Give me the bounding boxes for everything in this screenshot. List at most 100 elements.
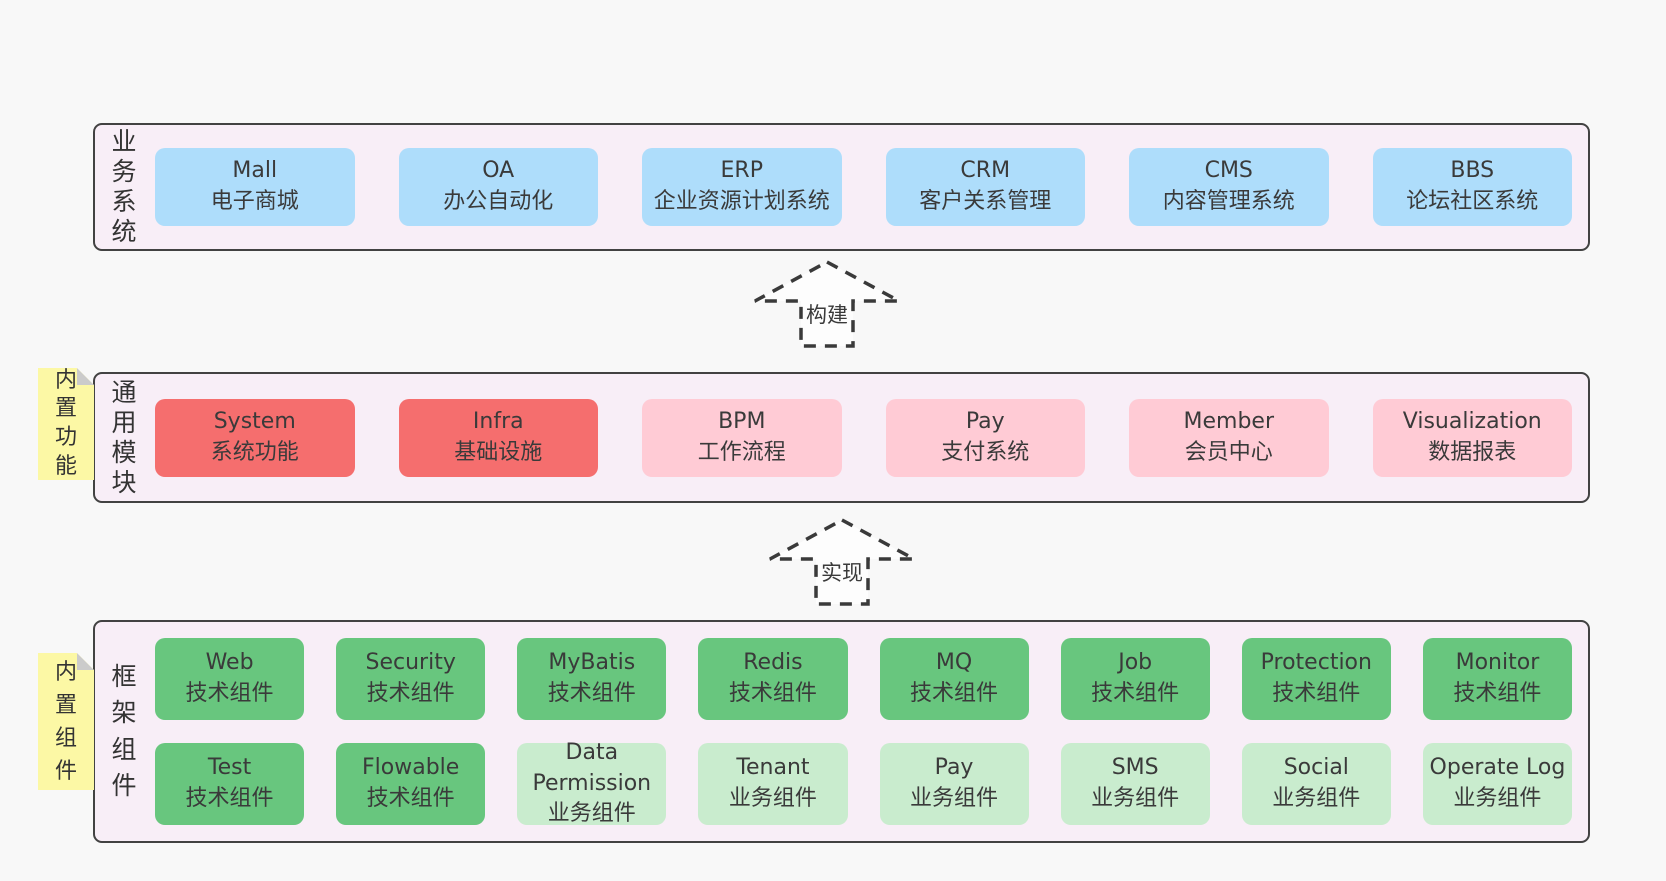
box-title: Operate Log bbox=[1429, 755, 1566, 781]
box-subtitle: 业务组件 bbox=[728, 786, 817, 811]
box-title: Redis bbox=[743, 650, 803, 676]
framework-components-grid: Web 技术组件 Security 技术组件 MyBatis 技术组件 Redis 技术… bbox=[153, 622, 1588, 841]
box-subtitle: 内容管理系统 bbox=[1162, 189, 1295, 214]
box-title: Test bbox=[207, 755, 252, 781]
box-subtitle: 论坛社区系统 bbox=[1406, 189, 1539, 214]
box-subtitle: 技术组件 bbox=[1091, 681, 1180, 706]
built-in-features-label: 内置功能 bbox=[54, 367, 77, 479]
box-title: Pay bbox=[934, 755, 974, 781]
sms-box: SMS 业务组件 bbox=[1060, 743, 1210, 825]
box-subtitle: 数据报表 bbox=[1428, 439, 1517, 465]
box-subtitle: 电子商城 bbox=[210, 189, 299, 214]
bbs-box: BBS 论坛社区系统 bbox=[1372, 148, 1572, 226]
box-title: System bbox=[213, 408, 296, 434]
box-title: Protection bbox=[1260, 650, 1372, 676]
box-title: OA bbox=[482, 158, 515, 184]
mybatis-box: MyBatis 技术组件 bbox=[517, 638, 667, 720]
redis-box: Redis 技术组件 bbox=[698, 638, 848, 720]
box-title: MyBatis bbox=[548, 650, 636, 676]
box-title: BBS bbox=[1450, 158, 1495, 184]
box-subtitle: 业务组件 bbox=[1272, 786, 1361, 811]
data-permission-box: Data Permission 业务组件 bbox=[517, 740, 667, 826]
box-title: Social bbox=[1283, 755, 1349, 781]
box-title: Job bbox=[1118, 650, 1153, 676]
built-in-components-label: 内置组件 bbox=[54, 659, 77, 784]
box-subtitle: 技术组件 bbox=[547, 681, 636, 706]
box-title: Flowable bbox=[362, 755, 460, 781]
box-subtitle: 技术组件 bbox=[910, 681, 999, 706]
common-modules-label: 通用模块 bbox=[111, 377, 137, 497]
box-title: Member bbox=[1183, 408, 1275, 434]
box-title: MQ bbox=[935, 650, 973, 676]
box-title: CRM bbox=[960, 158, 1011, 184]
build-arrow: 构建 bbox=[752, 259, 902, 351]
box-subtitle: 技术组件 bbox=[185, 786, 274, 811]
bpm-box: BPM 工作流程 bbox=[642, 398, 842, 477]
test-box: Test 技术组件 bbox=[155, 743, 305, 825]
box-subtitle: 支付系统 bbox=[941, 439, 1030, 465]
job-box: Job 技术组件 bbox=[1060, 638, 1210, 720]
erp-box: ERP 企业资源计划系统 bbox=[642, 148, 842, 226]
infra-box: Infra 基础设施 bbox=[398, 398, 598, 477]
built-in-components-note: 内置组件 bbox=[38, 653, 94, 790]
visualization-box: Visualization 数据报表 bbox=[1372, 398, 1572, 477]
box-subtitle: 技术组件 bbox=[366, 681, 455, 706]
box-title: CMS bbox=[1204, 158, 1253, 184]
box-subtitle: 技术组件 bbox=[366, 786, 455, 811]
implement-arrow: 实现 bbox=[767, 517, 917, 609]
web-box: Web 技术组件 bbox=[155, 638, 305, 720]
box-title: Mall bbox=[232, 158, 278, 184]
built-in-features-note: 内置功能 bbox=[38, 368, 94, 480]
flowable-box: Flowable 技术组件 bbox=[336, 743, 486, 825]
pay-component-box: Pay 业务组件 bbox=[879, 743, 1029, 825]
security-box: Security 技术组件 bbox=[336, 638, 486, 720]
cms-box: CMS 内容管理系统 bbox=[1129, 148, 1329, 226]
build-arrow-label: 构建 bbox=[803, 299, 851, 329]
mall-box: Mall 电子商城 bbox=[155, 148, 355, 226]
fold-corner-icon bbox=[77, 368, 94, 385]
member-box: Member 会员中心 bbox=[1129, 398, 1329, 477]
box-subtitle: 基础设施 bbox=[454, 439, 543, 465]
fold-corner-icon bbox=[77, 653, 94, 670]
box-subtitle: 技术组件 bbox=[1453, 681, 1542, 706]
framework-components-band: 框架组件 Web 技术组件 Security 技术组件 MyBatis 技术组件 Re… bbox=[93, 620, 1590, 843]
box-subtitle: 业务组件 bbox=[547, 801, 636, 827]
box-subtitle: 技术组件 bbox=[728, 681, 817, 706]
box-title: Security bbox=[365, 650, 456, 676]
monitor-box: Monitor 技术组件 bbox=[1422, 638, 1572, 720]
box-subtitle: 系统功能 bbox=[210, 439, 299, 465]
box-subtitle: 业务组件 bbox=[1091, 786, 1180, 811]
box-title: Monitor bbox=[1455, 650, 1540, 676]
box-subtitle: 工作流程 bbox=[697, 439, 786, 465]
tenant-box: Tenant 业务组件 bbox=[698, 743, 848, 825]
box-title: SMS bbox=[1111, 755, 1159, 781]
mq-box: MQ 技术组件 bbox=[879, 638, 1029, 720]
box-subtitle: 企业资源计划系统 bbox=[653, 189, 830, 214]
box-subtitle: 技术组件 bbox=[185, 681, 274, 706]
box-title: Visualization bbox=[1402, 408, 1542, 434]
box-subtitle: 业务组件 bbox=[910, 786, 999, 811]
framework-components-label: 框架组件 bbox=[111, 662, 137, 800]
box-title: Web bbox=[205, 650, 254, 676]
box-title: Tenant bbox=[736, 755, 810, 781]
box-subtitle: 客户关系管理 bbox=[919, 189, 1052, 214]
box-subtitle: 会员中心 bbox=[1184, 439, 1273, 465]
business-systems-label: 业务系统 bbox=[111, 127, 137, 246]
crm-box: CRM 客户关系管理 bbox=[885, 148, 1085, 226]
box-title: BPM bbox=[718, 408, 766, 434]
box-title: ERP bbox=[720, 158, 763, 184]
implement-arrow-label: 实现 bbox=[818, 557, 866, 587]
system-box: System 系统功能 bbox=[155, 398, 355, 477]
box-title: Data Permission bbox=[532, 739, 652, 796]
box-subtitle: 业务组件 bbox=[1453, 786, 1542, 811]
operate-log-box: Operate Log 业务组件 bbox=[1422, 743, 1572, 825]
box-title: Infra bbox=[472, 408, 524, 434]
